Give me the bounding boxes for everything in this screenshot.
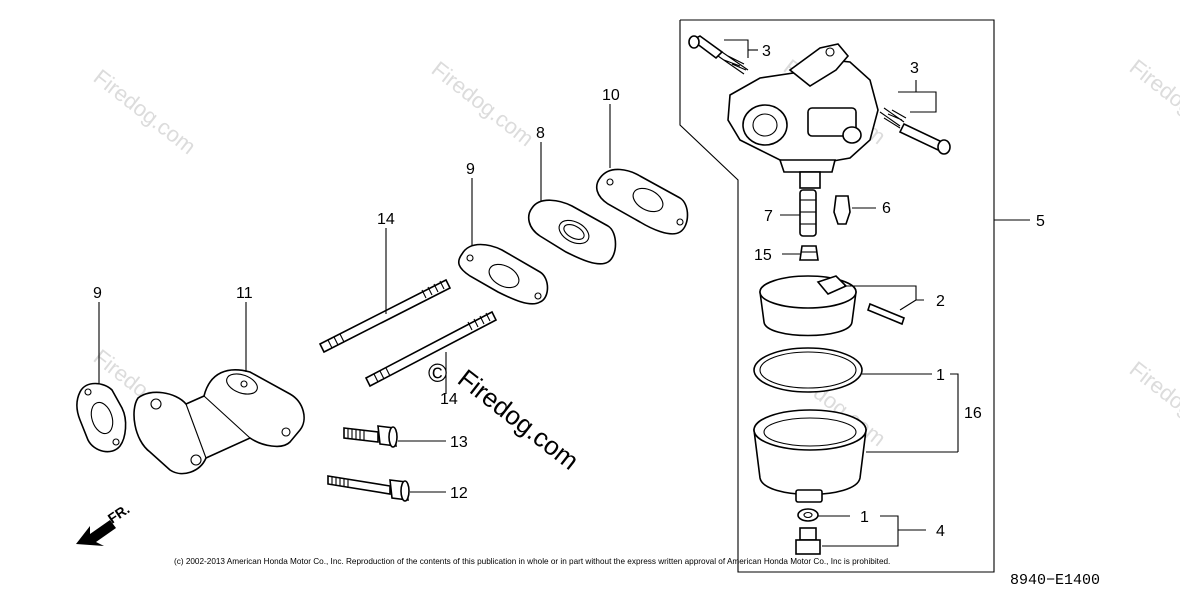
float [759,275,905,337]
drawing-code: 8940−E1400 [1010,572,1100,589]
intake-manifold [133,369,305,475]
float-chamber [753,409,867,503]
callout-12: 12 [450,485,468,502]
carburetor-assembly-outline [679,19,995,573]
callout-1: 1 [936,367,945,384]
callout-10: 10 [602,87,620,104]
callout-8: 8 [536,125,545,142]
leader-2 [899,299,917,311]
watermark-text: Firedog.com [427,56,539,151]
callout-9: 9 [93,285,102,302]
watermark-text: Firedog.com [1125,54,1180,149]
main-nozzle [799,189,817,237]
leader-4 [822,515,899,547]
center-watermark-text: Firedog.com [452,363,584,476]
watermark-text: Firedog.com [89,64,201,159]
callout-11: 11 [236,285,253,302]
copyright-symbol: © [428,358,447,388]
drain-bolt [795,527,821,555]
copyright-notice: (c) 2002-2013 American Honda Motor Co., … [174,557,890,566]
flange-bolt-13 [343,425,398,448]
pilot-screw-left [688,35,749,75]
flange-bolt-12 [327,475,410,502]
callout-15: 15 [754,247,772,264]
throttle-stop-screw-right [879,107,951,155]
leader-3a [724,39,749,58]
main-jet [799,245,819,261]
callout-14: 14 [377,211,395,228]
callout-9: 9 [466,161,475,178]
front-direction-arrow: FR. [76,501,132,546]
callout-14: 14 [440,391,458,408]
watermark-text: Firedog.com [1125,356,1180,451]
stud-upper [318,278,452,354]
callout-3: 3 [910,60,919,77]
arrow-icon [76,520,116,546]
insulator [527,199,617,265]
callout-4: 4 [936,523,945,540]
callout-7: 7 [764,208,773,225]
carburetor-body [727,43,879,189]
float-chamber-gasket [753,347,863,393]
leader-2 [844,285,924,301]
leader-16 [950,373,959,452]
intake-gasket-lower [76,382,127,453]
callout-3: 3 [762,43,771,60]
leader-3b [898,91,937,113]
carburetor-gasket [595,168,689,235]
callout-5: 5 [1036,213,1045,230]
callout-6: 6 [882,200,891,217]
callout-2: 2 [936,293,945,310]
stud-lower [364,310,498,388]
center-watermark: © Firedog.com [428,358,585,476]
callout-13: 13 [450,434,468,451]
intake-gasket-upper [457,243,549,305]
callout-1: 1 [860,509,869,526]
drain-washer [797,508,819,522]
callout-16: 16 [964,405,982,422]
float-valve [833,195,851,225]
